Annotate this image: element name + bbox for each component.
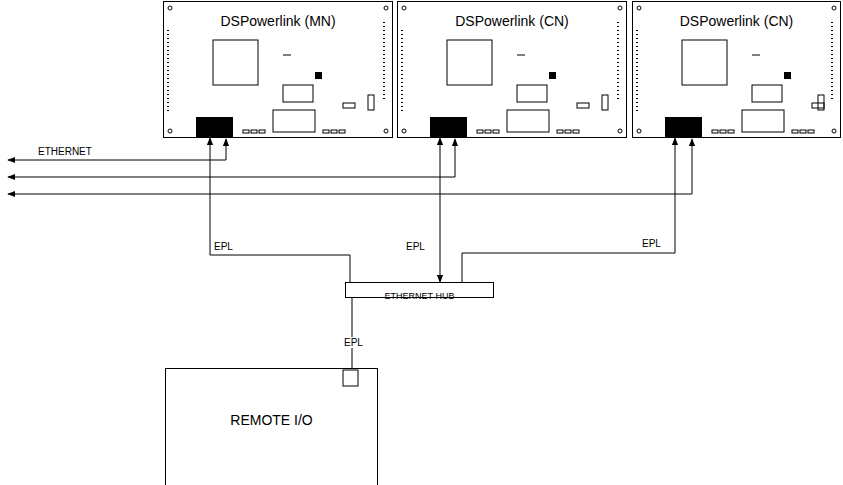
board: DSPowerlink (MN) [163, 1, 393, 138]
hub-box: ETHERNET HUB [345, 282, 494, 298]
edge-label: EPL [342, 337, 365, 348]
node-title: DSPowerlink (MN) [220, 13, 335, 30]
ethernet-label: ETHERNET [36, 146, 94, 157]
epl-connector [352, 298, 353, 368]
edge-label: EPL [640, 238, 663, 249]
epl-connector [440, 138, 441, 282]
node-title: DSPowerlink (CN) [680, 13, 794, 30]
edge-label: EPL [212, 241, 235, 252]
epl-connector [462, 138, 675, 282]
remote-io-box: REMOTE I/O [165, 368, 378, 485]
epl-connector [210, 138, 350, 282]
edge-label: EPL [404, 241, 427, 252]
node-title: ETHERNET HUB [385, 291, 455, 302]
board: DSPowerlink (CN) [632, 1, 841, 138]
node-title: REMOTE I/O [230, 412, 312, 429]
board: DSPowerlink (CN) [397, 1, 627, 138]
node-title: DSPowerlink (CN) [455, 13, 569, 30]
